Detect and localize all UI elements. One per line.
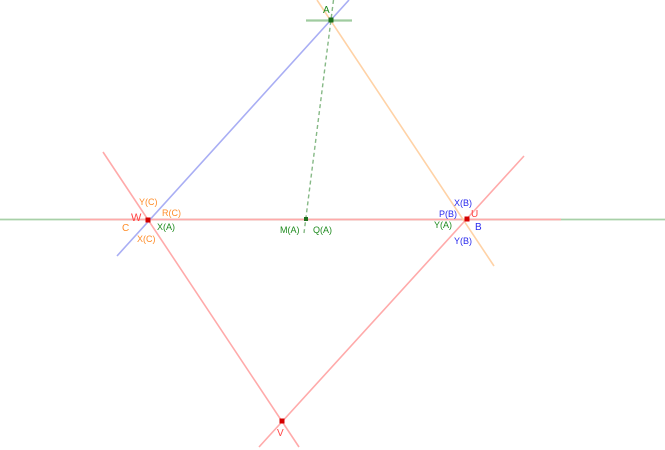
label-Y-C: Y(C) [139,197,158,207]
label-Q-A: Q(A) [313,225,332,235]
label-X-B: X(B) [454,198,472,208]
label-B: B [475,222,482,233]
point-W[interactable] [145,217,151,223]
points-layer [145,17,470,424]
label-A: A [323,5,330,16]
label-R-C: R(C) [162,208,181,218]
point-V[interactable] [279,418,285,424]
point-A[interactable] [328,17,334,23]
label-Y-B: Y(B) [454,236,472,246]
labels-layer: A Y(C) W R(C) C X(A)X(C) M(A) Q(A) X(B)P(B) U Y(A)… [122,5,482,439]
line-green-dashed-A-to-QA[interactable] [303,0,335,234]
label-U: U [471,209,478,220]
label-M-A: M(A) [280,225,300,235]
label-X-A: X(A) [157,222,175,232]
label-Y-A: Y(A) [434,220,452,230]
label-P-B: P(B) [439,209,457,219]
label-V: V [277,428,284,439]
line-blue-through-W-A[interactable] [116,0,350,257]
line-red-through-U-V[interactable] [258,155,525,448]
label-X-C: X(C) [137,234,156,244]
line-orange-through-A-U[interactable] [316,0,495,267]
point-QA[interactable] [304,217,308,221]
label-C: C [122,223,129,234]
point-U[interactable] [464,216,470,222]
line-red-through-W-V[interactable] [102,151,300,448]
label-W: W [131,212,142,224]
